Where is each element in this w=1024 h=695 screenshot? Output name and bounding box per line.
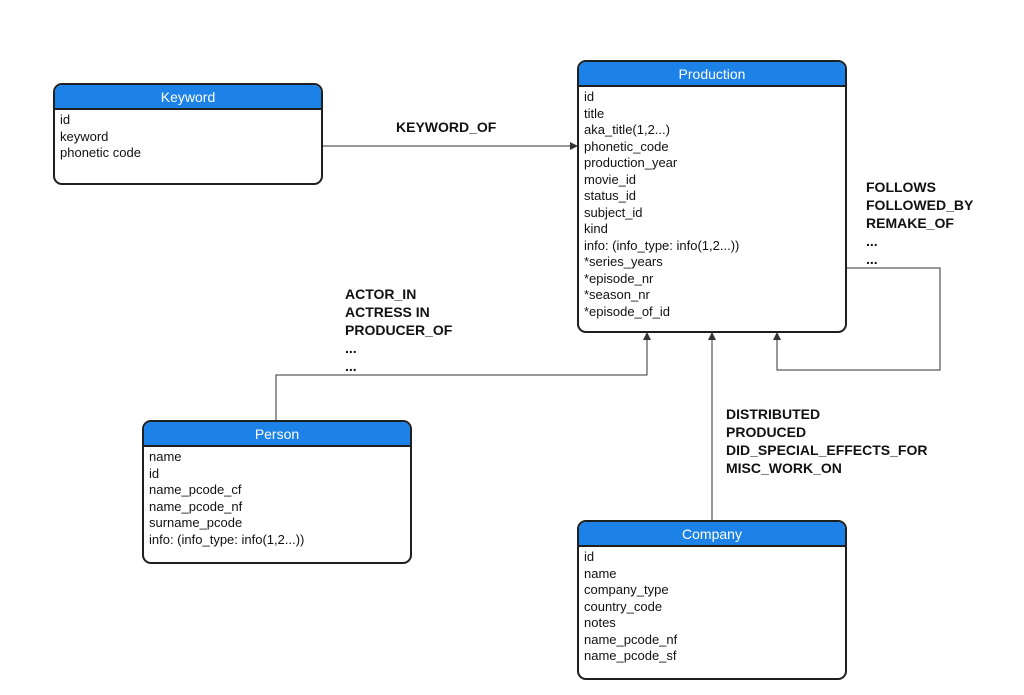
production-field: movie_id <box>584 171 637 187</box>
relationship-label: PRODUCED <box>726 424 807 440</box>
production-field: id <box>584 89 595 104</box>
relationship-label: REMAKE_OF <box>866 215 954 231</box>
relationship-label: DISTRIBUTED <box>726 406 821 422</box>
relationship-label: ... <box>866 251 878 267</box>
relationship-label: PRODUCER_OF <box>345 322 453 338</box>
production-field: production_year <box>584 155 678 170</box>
company-entity[interactable]: Company id name company_type country_cod… <box>577 520 847 680</box>
production-entity[interactable]: Production id title aka_title(1,2...) ph… <box>577 60 847 333</box>
keyword-field: keyword <box>60 128 109 144</box>
relationship-label: ... <box>866 233 878 249</box>
production-field: *episode_nr <box>584 270 654 286</box>
company-field: name_pcode_sf <box>584 648 677 663</box>
company-field: company_type <box>584 582 669 597</box>
relationship-label: ACTRESS IN <box>345 304 430 320</box>
person-entity-title: Person <box>144 422 410 447</box>
company-entity-fields: id name company_type country_code notes … <box>579 547 845 667</box>
relationship-label: DID_SPECIAL_EFFECTS_FOR <box>726 442 928 458</box>
keyword-field: id <box>60 112 71 127</box>
relationship-label: MISC_WORK_ON <box>726 460 842 476</box>
person-field: id <box>149 465 160 481</box>
production-field: info: (info_type: info(1,2...)) <box>584 237 740 253</box>
keyword-entity-fields: id keyword phonetic code <box>55 110 321 164</box>
production-self-label: FOLLOWS FOLLOWED_BY REMAKE_OF ... ... <box>866 178 973 268</box>
relationship-label: FOLLOWS <box>866 179 936 195</box>
person-entity[interactable]: Person name id name_pcode_cf name_pcode_… <box>142 420 412 564</box>
company-field: name_pcode_nf <box>584 631 678 647</box>
production-entity-fields: id title aka_title(1,2...) phonetic_code… <box>579 87 845 322</box>
person-field: surname_pcode <box>149 515 243 530</box>
relationship-label: FOLLOWED_BY <box>866 197 974 213</box>
relationship-label: KEYWORD_OF <box>396 119 497 135</box>
person-field: name <box>149 449 182 464</box>
person-production-connector <box>275 332 651 420</box>
company-entity-title: Company <box>579 522 845 547</box>
keyword-field: phonetic code <box>60 145 141 160</box>
production-field: phonetic_code <box>584 138 669 154</box>
keyword-of-label: KEYWORD_OF <box>396 118 496 136</box>
production-field: *episode_of_id <box>584 303 671 319</box>
production-field: subject_id <box>584 204 643 220</box>
person-field: info: (info_type: info(1,2...)) <box>149 531 305 547</box>
person-entity-fields: name id name_pcode_cf name_pcode_nf surn… <box>144 447 410 550</box>
relationship-label: ACTOR_IN <box>345 286 417 302</box>
relationship-label: ... <box>345 358 357 374</box>
production-field: title <box>584 105 605 121</box>
keyword-entity[interactable]: Keyword id keyword phonetic code <box>53 83 323 185</box>
production-self-connector <box>773 267 941 371</box>
production-field: *season_nr <box>584 287 650 302</box>
company-field: notes <box>584 615 616 630</box>
person-field: name_pcode_nf <box>149 498 243 514</box>
person-production-label: ACTOR_IN ACTRESS IN PRODUCER_OF ... ... <box>345 285 452 375</box>
production-field: status_id <box>584 188 637 203</box>
person-field: name_pcode_cf <box>149 482 242 497</box>
production-field: aka_title(1,2...) <box>584 122 670 137</box>
production-field: kind <box>584 221 608 236</box>
company-field: name <box>584 565 617 581</box>
keyword-entity-title: Keyword <box>55 85 321 110</box>
relationship-label: ... <box>345 340 357 356</box>
company-production-label: DISTRIBUTED PRODUCED DID_SPECIAL_EFFECTS… <box>726 405 927 477</box>
production-entity-title: Production <box>579 62 845 87</box>
company-field: country_code <box>584 598 663 614</box>
production-field: *series_years <box>584 254 663 269</box>
company-field: id <box>584 549 595 564</box>
